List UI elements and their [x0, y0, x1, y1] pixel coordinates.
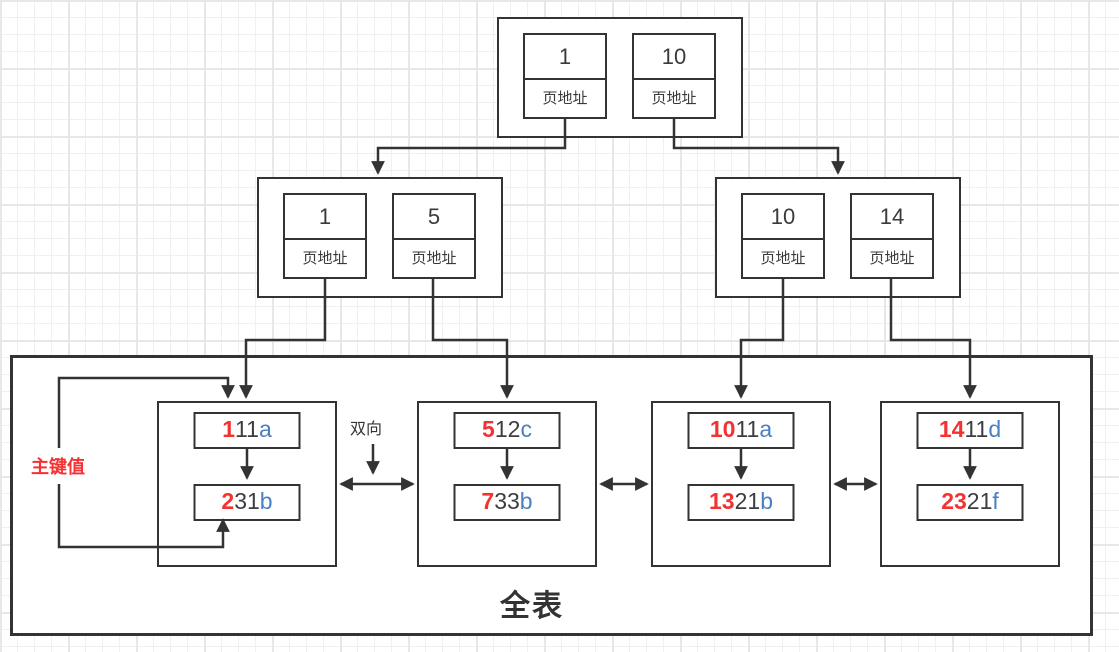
record-key: 2	[221, 488, 235, 514]
record-hex: c	[520, 416, 532, 442]
primary-key-label: 主键值	[22, 448, 94, 484]
branch-cell-5: 5 页地址	[392, 193, 476, 279]
branch-cell-1: 1 页地址	[283, 193, 367, 279]
record-addr: 11	[235, 416, 259, 442]
index-key: 1	[525, 35, 605, 80]
record-hex: b	[259, 488, 273, 514]
record-addr: 33	[494, 488, 520, 514]
record-hex: f	[992, 488, 999, 514]
leaf-page-4: 1411d 2321f	[880, 401, 1060, 567]
page-addr-label: 页地址	[760, 250, 806, 267]
record-addr: 11	[735, 416, 760, 442]
page-addr-label: 页地址	[651, 90, 697, 107]
page-addr-label: 页地址	[411, 250, 457, 267]
record: 111a	[193, 412, 301, 449]
record-hex: b	[760, 488, 773, 514]
leaf-page-3: 1011a 1321b	[651, 401, 831, 567]
branch-cell-10: 10 页地址	[741, 193, 825, 279]
branch-cell-14: 14 页地址	[850, 193, 934, 279]
index-key: 5	[394, 195, 474, 240]
record: 1011a	[687, 412, 795, 449]
bidirectional-label: 双向	[350, 421, 383, 438]
record-key: 14	[938, 416, 965, 442]
page-addr-label: 页地址	[542, 90, 588, 107]
page-addr-label: 页地址	[302, 250, 348, 267]
full-table-label: 全表	[500, 590, 564, 623]
leaf-page-2: 512c 733b	[417, 401, 597, 567]
index-key: 10	[634, 35, 714, 80]
record-addr: 11	[964, 416, 989, 442]
root-cell-10: 10 页地址	[632, 33, 716, 119]
record: 733b	[453, 484, 561, 521]
root-node: 1 页地址 10 页地址	[497, 17, 743, 138]
record-key: 23	[941, 488, 967, 514]
page-addr-label: 页地址	[869, 250, 915, 267]
branch-node-left: 1 页地址 5 页地址	[257, 177, 503, 298]
branch-node-right: 10 页地址 14 页地址	[715, 177, 961, 298]
record-hex: d	[988, 416, 1002, 442]
record-key: 7	[481, 488, 495, 514]
record-addr: 31	[234, 488, 260, 514]
index-key: 1	[285, 195, 365, 240]
record: 231b	[193, 484, 301, 521]
record-hex: b	[519, 488, 533, 514]
root-cell-1: 1 页地址	[523, 33, 607, 119]
record: 1321b	[687, 484, 795, 521]
record-key: 1	[222, 416, 236, 442]
record-key: 5	[482, 416, 495, 442]
leaf-page-1: 111a 231b	[157, 401, 337, 567]
record-hex: a	[759, 416, 773, 442]
record: 1411d	[916, 412, 1024, 449]
index-key: 10	[743, 195, 823, 240]
record-addr: 21	[966, 488, 993, 514]
record-hex: a	[258, 416, 272, 442]
record: 512c	[453, 412, 561, 449]
record: 2321f	[916, 484, 1024, 521]
index-key: 14	[852, 195, 932, 240]
record-addr: 21	[734, 488, 761, 514]
record-key: 13	[709, 488, 735, 514]
record-key: 10	[709, 416, 736, 442]
record-addr: 12	[494, 416, 521, 442]
